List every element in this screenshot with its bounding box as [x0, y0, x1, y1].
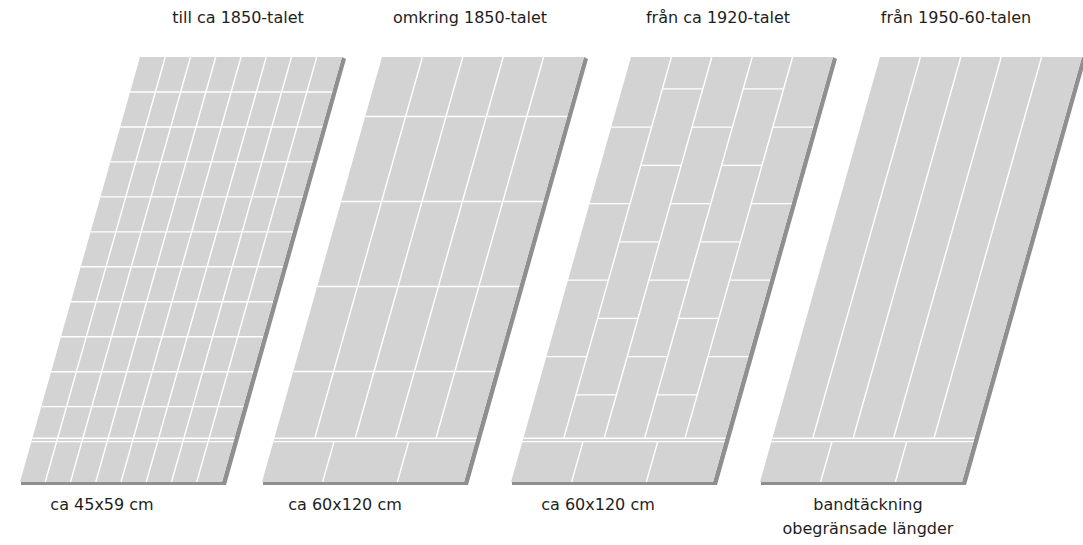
seam-line — [722, 165, 762, 166]
seam-line — [646, 442, 657, 482]
seam-line — [522, 441, 724, 442]
dimension-caption: bandtäckning obegränsade längder — [781, 493, 956, 541]
seam-line — [121, 57, 241, 482]
seam-line — [627, 356, 667, 357]
seam-line — [895, 442, 906, 482]
seam-line — [662, 88, 702, 89]
dimension-caption: ca 45x59 cm — [50, 493, 153, 517]
seam-line — [81, 266, 283, 267]
seam-line — [172, 57, 292, 482]
seam-line — [751, 203, 791, 204]
seam-line — [641, 165, 681, 166]
seam-line — [546, 356, 586, 357]
dimension-caption: ca 60x120 cm — [288, 493, 402, 517]
seam-line — [678, 318, 718, 319]
seam-line — [273, 441, 475, 442]
seam-line — [41, 406, 243, 407]
seam-line — [649, 279, 689, 280]
roof-panel — [760, 57, 1083, 485]
panel-edge — [761, 57, 1083, 485]
seam-line — [772, 438, 974, 439]
seam-line — [730, 279, 770, 280]
seam-line — [619, 241, 659, 242]
seam-line — [576, 394, 616, 395]
seam-line — [604, 57, 712, 438]
seam-line — [685, 57, 793, 438]
seam-line — [670, 203, 710, 204]
seam-line — [934, 57, 1042, 438]
seam-line — [293, 371, 495, 372]
seam-line — [572, 442, 583, 482]
seam-line — [120, 126, 322, 127]
seam-line — [341, 201, 543, 202]
seam-line — [436, 57, 544, 438]
seam-line — [323, 442, 334, 482]
period-heading: till ca 1850-talet — [172, 6, 304, 30]
period-heading: från ca 1920-talet — [646, 6, 790, 30]
seam-line — [96, 57, 216, 482]
seam-line — [274, 438, 476, 439]
seam-line — [396, 57, 504, 438]
period-heading: omkring 1850-talet — [393, 6, 547, 30]
seam-line — [771, 441, 973, 442]
seam-line — [45, 57, 165, 482]
seam-line — [564, 57, 672, 438]
seam-line — [317, 286, 519, 287]
seam-line — [523, 438, 725, 439]
seam-line — [894, 57, 1002, 438]
seam-line — [657, 394, 697, 395]
seam-line — [611, 126, 651, 127]
panel-surface — [760, 57, 1082, 482]
seam-line — [590, 203, 630, 204]
seam-line — [71, 57, 191, 482]
seam-line — [773, 126, 813, 127]
seam-line — [692, 126, 732, 127]
dimension-caption: ca 60x120 cm — [541, 493, 655, 517]
period-heading: från 1950-60-talen — [881, 6, 1031, 30]
seam-line — [813, 57, 921, 438]
seam-line — [568, 279, 608, 280]
seam-line — [397, 442, 408, 482]
seam-line — [51, 371, 253, 372]
seam-line — [71, 301, 273, 302]
seam-line — [365, 116, 567, 117]
seam-line — [315, 57, 423, 438]
seam-line — [101, 196, 303, 197]
seam-line — [853, 57, 961, 438]
seam-line — [743, 88, 783, 89]
seam-line — [708, 356, 748, 357]
seam-line — [110, 161, 312, 162]
seam-line — [645, 57, 753, 438]
seam-line — [821, 442, 832, 482]
seam-line — [355, 57, 463, 438]
seam-line — [130, 91, 332, 92]
seam-line — [598, 318, 638, 319]
seam-line — [91, 231, 293, 232]
seam-line — [61, 336, 263, 337]
seam-line — [700, 241, 740, 242]
seam-line — [146, 57, 266, 482]
